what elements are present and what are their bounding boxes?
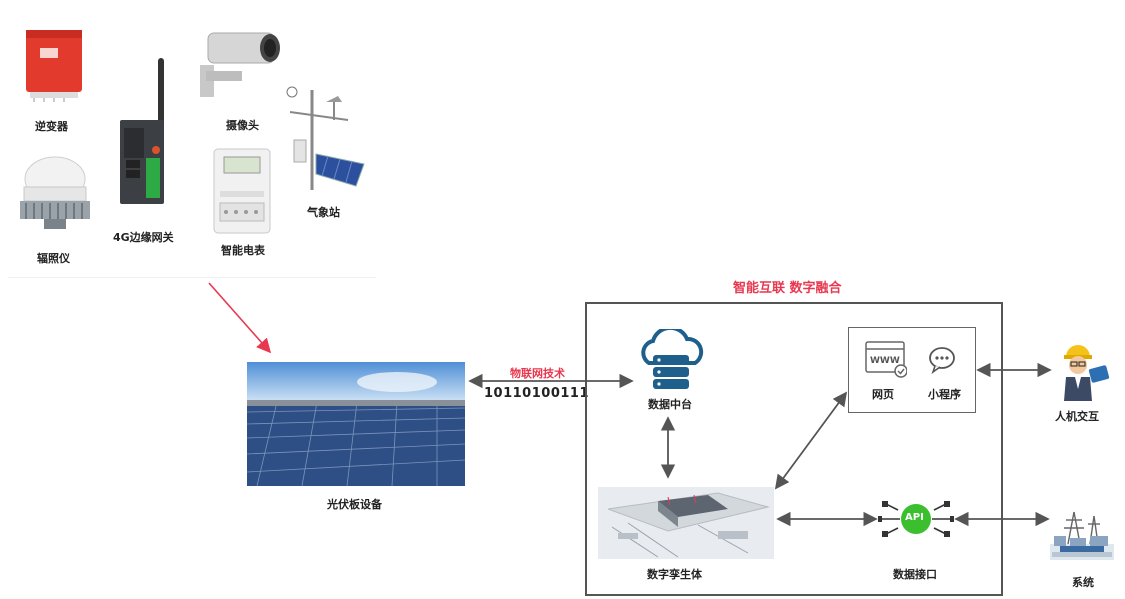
api-icon-text: API <box>905 512 924 523</box>
system-label: 系统 <box>1072 576 1094 589</box>
platform-title: 智能互联 数字融合 <box>733 281 842 296</box>
mini-program-label: 小程序 <box>928 388 961 401</box>
camera-image <box>198 27 284 99</box>
pyranometer-image <box>14 153 96 245</box>
gateway-image <box>116 58 176 208</box>
hmi-label: 人机交互 <box>1055 410 1099 423</box>
meter-image <box>212 147 272 235</box>
gateway-label: 4G边缘网关 <box>113 231 174 244</box>
device-area-divider <box>8 277 376 278</box>
data-platform-label: 数据中台 <box>648 398 692 411</box>
pyranometer-label: 辐照仪 <box>37 252 70 265</box>
digital-twin-label: 数字孪生体 <box>647 568 702 581</box>
platform-frame <box>585 302 1003 596</box>
camera-label: 摄像头 <box>226 119 259 132</box>
inverter-image <box>22 28 86 102</box>
pv-panel-label: 光伏板设备 <box>327 498 382 511</box>
api-icon <box>878 496 954 542</box>
weather-station-image <box>282 82 366 192</box>
mini-program-chat-icon <box>928 346 958 374</box>
web-label: 网页 <box>872 388 894 401</box>
twin-to-apps-arrow <box>774 391 848 490</box>
web-page-icon <box>865 341 907 379</box>
power-system-icon <box>1050 508 1114 560</box>
devices-to-pv-arrow <box>208 282 272 354</box>
engineer-person-icon <box>1056 341 1112 403</box>
bitstream-label: 10110100111 <box>484 386 589 401</box>
api-label: 数据接口 <box>893 568 937 581</box>
inverter-label: 逆变器 <box>35 120 68 133</box>
web-icon-text: WWW <box>870 356 900 366</box>
meter-label: 智能电表 <box>221 244 265 257</box>
weather-station-label: 气象站 <box>307 206 340 219</box>
digital-twin-image <box>598 487 774 559</box>
pv-panel-image <box>247 362 465 486</box>
cloud-server-icon <box>635 329 707 391</box>
